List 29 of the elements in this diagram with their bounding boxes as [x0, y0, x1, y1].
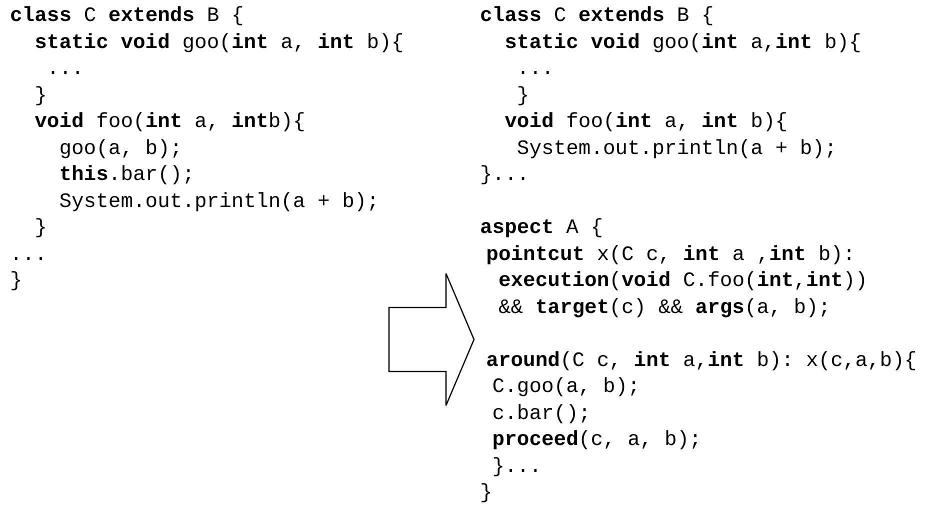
code-line: goo(a, b); [59, 136, 182, 162]
code-line: static void goo(int a,int b){ [504, 30, 862, 56]
code-line: class C extends B { [10, 4, 244, 30]
code-line: around(C c, int a,int b): x(c,a,b){ [486, 348, 917, 374]
code-line: } [34, 216, 47, 242]
code-line: ... [516, 57, 554, 83]
code-line: this.bar(); [59, 163, 195, 189]
code-line: }... [492, 454, 542, 480]
code-line: execution(void C.foo(int,int)) [498, 269, 868, 295]
code-line: proceed(c, a, b); [492, 428, 702, 454]
code-line: && target(c) && args(a, b); [498, 296, 831, 322]
code-line: } [516, 84, 530, 110]
code-line: System.out.println(a + b); [59, 190, 380, 216]
code-line: } [480, 481, 492, 507]
code-line: C.goo(a, b); [492, 375, 640, 401]
code-line: System.out.println(a + b); [516, 136, 837, 162]
code-line: void foo(int a, int b){ [504, 110, 788, 136]
code-line: } [34, 84, 47, 110]
code-line: } [10, 269, 22, 295]
code-line: c.bar(); [492, 402, 591, 428]
code-line: pointcut x(C c, int a ,int b): [486, 242, 856, 268]
code-line: ... [10, 242, 47, 268]
code-line: class C extends B { [480, 4, 714, 30]
code-line: ... [46, 57, 84, 83]
code-line: static void goo(int a, int b){ [34, 30, 404, 56]
code-line: void foo(int a, intb){ [34, 110, 306, 136]
code-line: aspect A { [480, 216, 604, 242]
block-arrow [388, 272, 475, 406]
code-line: }... [480, 163, 530, 189]
